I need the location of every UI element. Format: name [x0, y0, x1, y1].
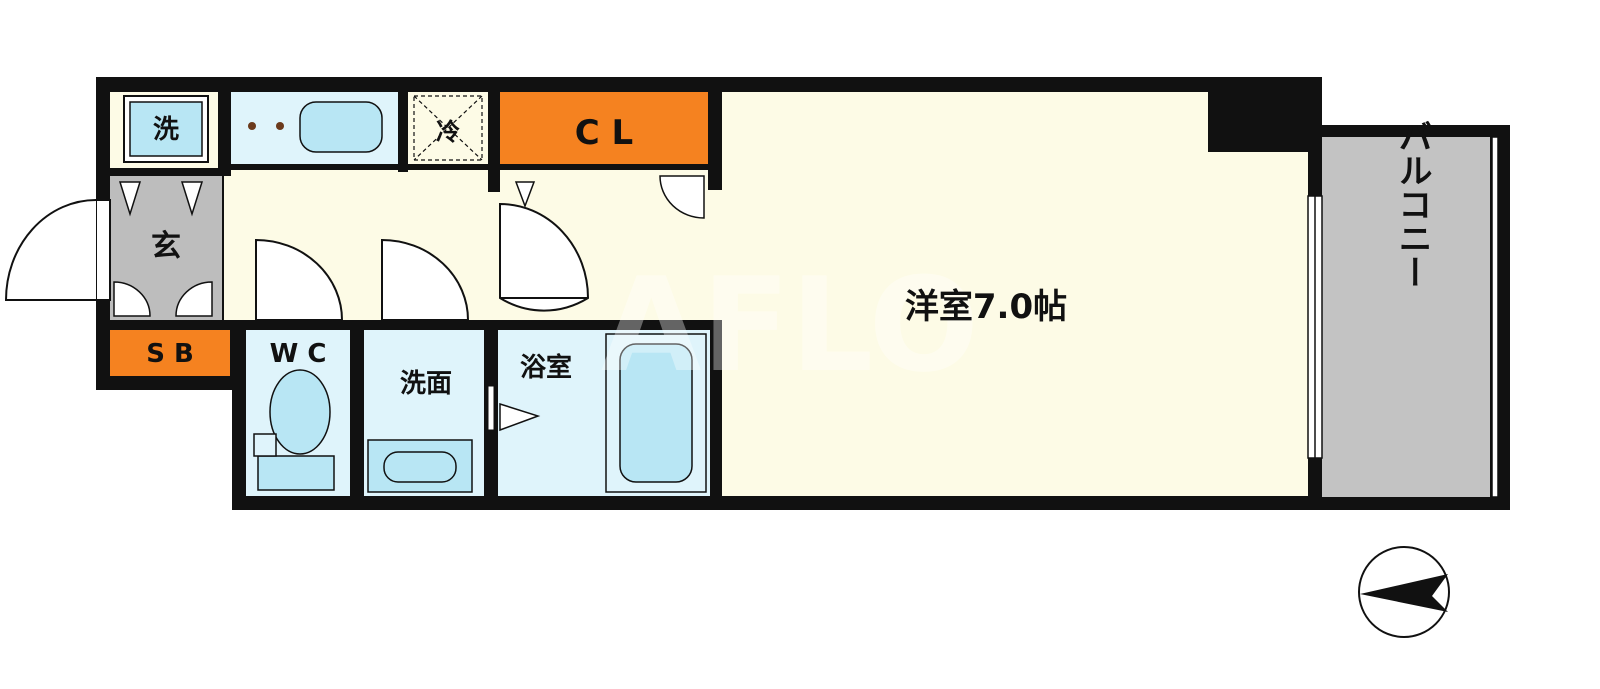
room-door	[499, 202, 590, 312]
shoe-box	[110, 330, 230, 376]
column	[1208, 90, 1310, 152]
entrance-door	[4, 199, 111, 301]
stove-icon	[248, 122, 284, 130]
balcony-rail	[1491, 136, 1499, 498]
toilet-door	[255, 238, 344, 321]
western-room-floor	[722, 92, 1308, 496]
washroom-label: 洗面	[400, 369, 452, 399]
closet	[500, 92, 708, 164]
balcony-label: バルコニー	[1392, 119, 1432, 289]
bathroom-label: 浴室	[520, 352, 572, 383]
entrance-inner-doors	[113, 181, 213, 317]
washer-label: 洗	[153, 115, 179, 145]
fridge-icon	[413, 95, 483, 161]
toilet-label: W C	[270, 339, 327, 369]
balcony	[1322, 137, 1490, 497]
bathroom-door	[499, 402, 541, 432]
western-room-label: 洋室7.0帖	[905, 287, 1067, 327]
washer-icon	[123, 95, 209, 163]
washroom-door	[381, 238, 470, 321]
sink-icon	[367, 439, 473, 493]
bathtub-icon	[605, 333, 707, 493]
fridge-space	[408, 92, 488, 164]
toilet-icon	[253, 369, 335, 491]
compass-icon	[1358, 546, 1450, 638]
sink-icon	[299, 101, 383, 153]
entrance-label: 玄	[151, 229, 181, 264]
partition-walls	[96, 92, 722, 510]
closet-label: C L	[575, 113, 633, 153]
fridge-label: 冷	[436, 118, 460, 146]
watermark: AFLO	[601, 249, 979, 401]
shoe-box-label: S B	[146, 339, 194, 369]
closet-doors	[514, 175, 705, 219]
